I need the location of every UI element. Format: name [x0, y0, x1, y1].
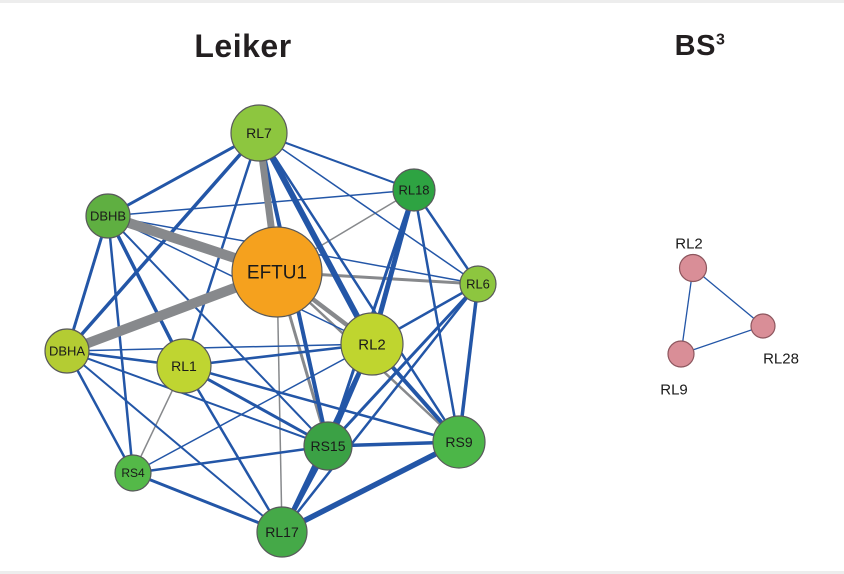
node-DBHA: [44, 328, 90, 374]
node-RL18: [392, 168, 436, 212]
node-RS9: [432, 415, 486, 469]
edge-DBHA-RS15: [66, 350, 329, 447]
node-RL1: [156, 338, 212, 394]
figure-bottom-border: [0, 571, 844, 574]
edge-RL7-RL6: [258, 132, 479, 285]
bs3-panel-title: BS3: [675, 30, 726, 63]
node-RL9: [667, 340, 695, 368]
bs3-title-text: BS: [674, 30, 716, 62]
edge-RL1-RL17: [182, 365, 284, 533]
edge-DBHB-RL1: [106, 215, 186, 367]
edge-RS15-RS4: [132, 444, 329, 475]
edge-RL2-RL28: [692, 267, 764, 327]
node-EFTU1: [231, 226, 323, 318]
node-DBHB: [85, 193, 131, 239]
edge-DBHB-RS15: [107, 215, 329, 447]
edge-DBHB-RS4: [106, 215, 135, 474]
node-RL17: [256, 506, 308, 558]
node-label-RL9: RL9: [660, 381, 688, 398]
edge-DBHB-RL18: [107, 189, 415, 217]
leiker-title-text: Leiker: [194, 28, 292, 64]
figure-top-border: [0, 0, 844, 3]
edge-RL17-RL6: [281, 283, 479, 533]
edge-DBHB-DBHA: [65, 215, 110, 352]
node-RS4: [114, 454, 152, 492]
edge-RL2-RS4: [132, 343, 373, 474]
edge-DBHA-RL2: [66, 343, 373, 352]
node-RL6: [459, 265, 497, 303]
node-label-RL28: RL28: [763, 350, 799, 367]
node-RL2: [678, 253, 708, 283]
edge-RL7-RS9: [257, 132, 461, 443]
edge-RL1-RS9: [183, 364, 460, 444]
edge-DBHA-RL17: [66, 350, 283, 533]
edge-RL9-RL28: [680, 325, 764, 355]
edge-RL17-RS9: [280, 439, 461, 535]
node-label-RL2: RL2: [675, 235, 703, 252]
edge-RS9-RL18: [412, 189, 461, 443]
edge-RL7-DBHB: [107, 131, 260, 218]
node-RL7: [230, 104, 288, 162]
edge-RL2-RL9: [680, 267, 694, 355]
node-RL2: [340, 312, 404, 376]
bs3-title-superscript: 3: [715, 31, 726, 49]
edge-DBHA-RS4: [65, 350, 135, 474]
node-RS15: [303, 421, 353, 471]
node-RL28: [750, 313, 776, 339]
edge-RL17-RS4: [132, 471, 283, 534]
leiker-panel-title: Leiker: [194, 28, 291, 65]
edge-RS15-RL6: [326, 282, 480, 448]
edge-RL7-RL2: [256, 131, 375, 346]
